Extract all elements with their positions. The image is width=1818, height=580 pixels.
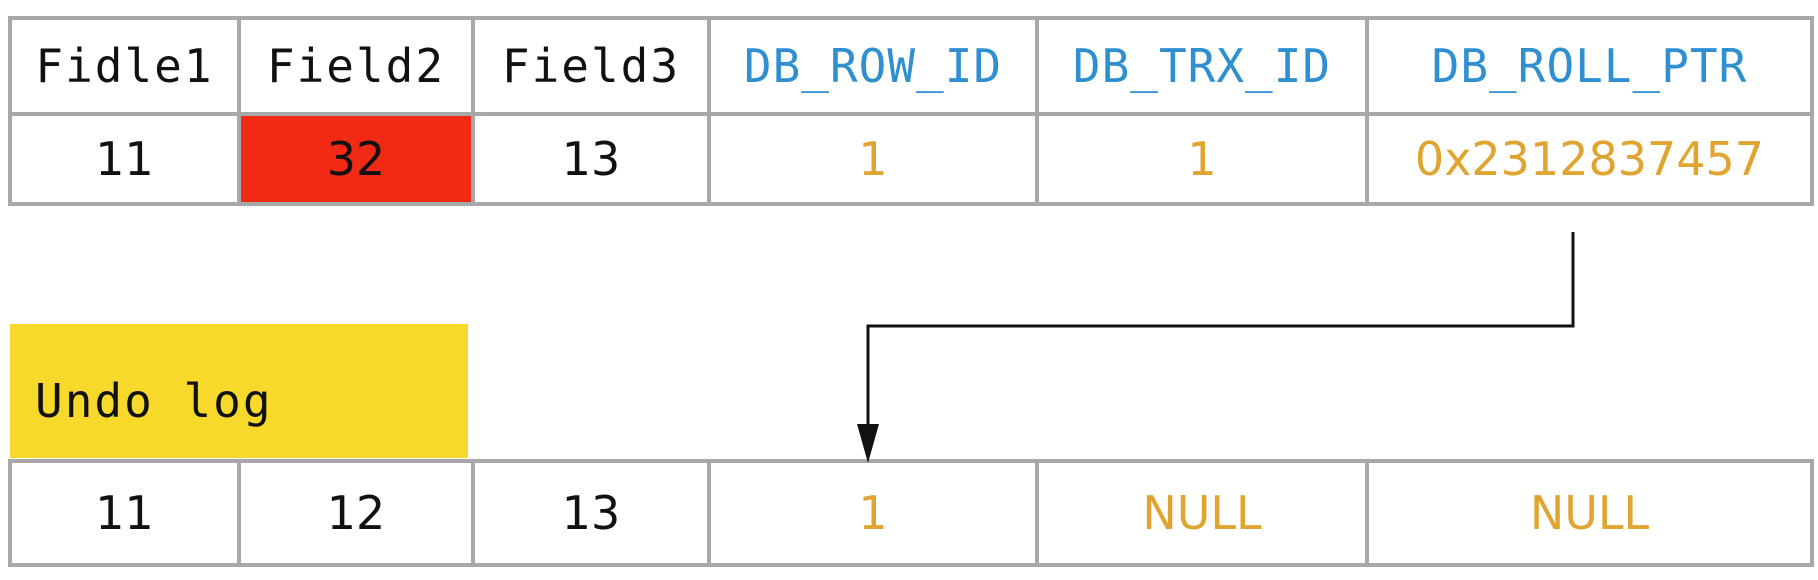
header-db-trx-id: DB_TRX_ID xyxy=(1035,16,1369,116)
undo-log-table: 11 12 13 1 NULL NULL xyxy=(8,459,1814,567)
current-row-header-row: Fidle1 Field2 Field3 DB_ROW_ID DB_TRX_ID… xyxy=(8,16,1814,116)
undo-log-label-box: Undo log xyxy=(10,324,468,458)
undo-value-field1: 11 xyxy=(8,459,241,567)
undo-value-db-roll-ptr: NULL xyxy=(1365,459,1814,567)
undo-value-field2: 12 xyxy=(237,459,475,567)
undo-log-value-row: 11 12 13 1 NULL NULL xyxy=(8,459,1814,567)
header-field2: Field2 xyxy=(237,16,475,116)
current-row-table: Fidle1 Field2 Field3 DB_ROW_ID DB_TRX_ID… xyxy=(8,16,1814,206)
undo-value-db-trx-id: NULL xyxy=(1035,459,1369,567)
roll-pointer-connector xyxy=(866,232,1575,440)
undo-log-label: Undo log xyxy=(35,374,273,428)
value-db-row-id: 1 xyxy=(707,112,1039,206)
header-db-roll-ptr: DB_ROLL_PTR xyxy=(1365,16,1814,116)
value-field3: 13 xyxy=(471,112,711,206)
value-field1: 11 xyxy=(8,112,241,206)
value-db-trx-id: 1 xyxy=(1035,112,1369,206)
header-fidle1: Fidle1 xyxy=(8,16,241,116)
arrowhead-icon xyxy=(857,424,879,463)
undo-value-db-row-id: 1 xyxy=(707,459,1039,567)
header-field3: Field3 xyxy=(471,16,711,116)
undo-value-field3: 13 xyxy=(471,459,711,567)
value-db-roll-ptr: 0x2312837457 xyxy=(1365,112,1814,206)
value-field2-changed: 32 xyxy=(237,112,475,206)
current-row-value-row: 11 32 13 1 1 0x2312837457 xyxy=(8,112,1814,206)
header-db-row-id: DB_ROW_ID xyxy=(707,16,1039,116)
